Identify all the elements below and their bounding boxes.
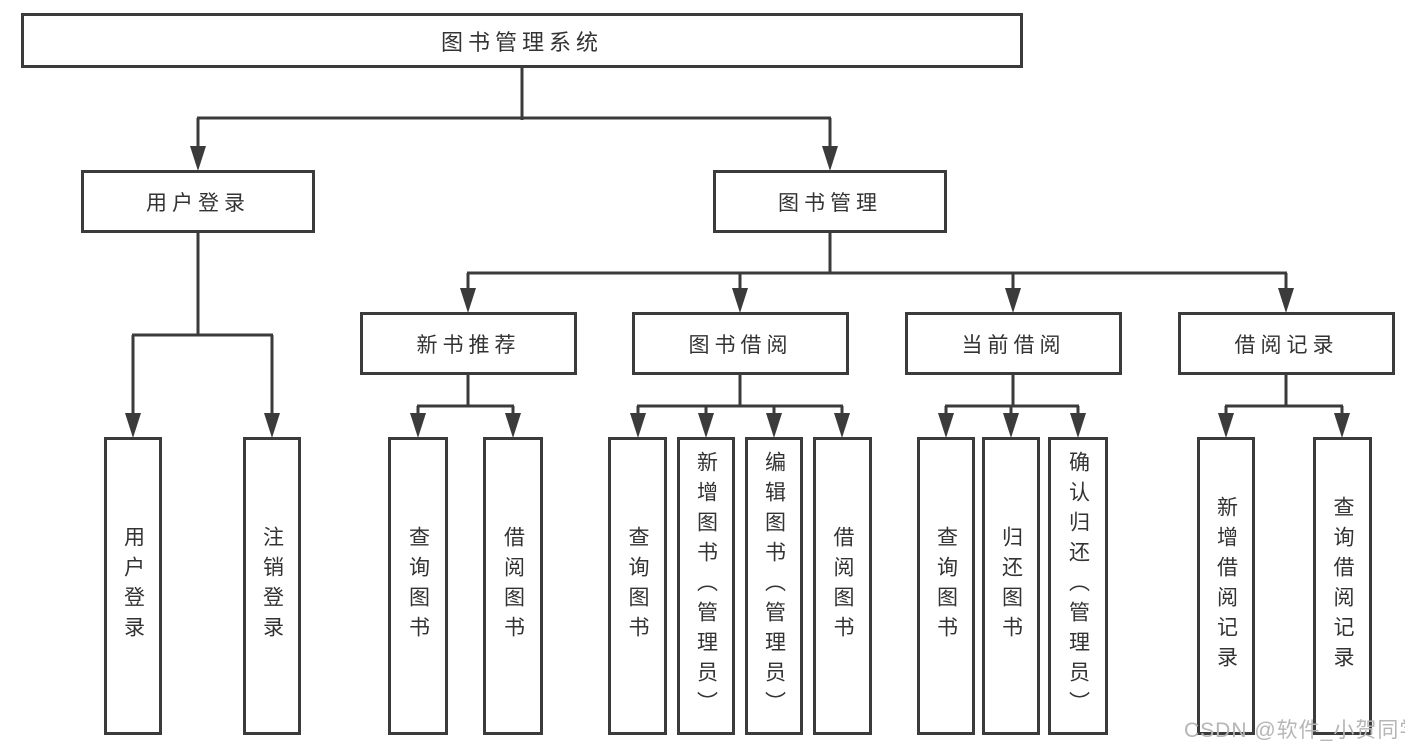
node-book-borrow: 图书借阅 bbox=[632, 312, 849, 375]
node-user-login-label: 用户登录 bbox=[146, 191, 250, 215]
leaf-query-books-recommend-label: 查询图书 bbox=[406, 526, 430, 646]
leaf-return-books-label: 归还图书 bbox=[999, 526, 1023, 646]
node-root-label: 图书管理系统 bbox=[440, 29, 603, 55]
leaf-query-borrow-record-label: 查询借阅记录 bbox=[1331, 496, 1355, 676]
node-user-login: 用户登录 bbox=[81, 170, 315, 233]
leaf-add-book-admin-label: 新增图书（管理员） bbox=[694, 451, 718, 721]
leaf-return-books: 归还图书 bbox=[982, 437, 1040, 735]
node-new-book-recommend: 新书推荐 bbox=[360, 312, 577, 375]
leaf-query-books-current-label: 查询图书 bbox=[934, 526, 958, 646]
leaf-user-login-label: 用户登录 bbox=[121, 526, 145, 646]
leaf-query-books-recommend: 查询图书 bbox=[388, 437, 448, 735]
node-book-borrow-label: 图书借阅 bbox=[688, 333, 793, 357]
node-borrow-records-label: 借阅记录 bbox=[1234, 333, 1339, 357]
leaf-add-borrow-record: 新增借阅记录 bbox=[1197, 437, 1255, 735]
leaf-borrow-books-recommend-label: 借阅图书 bbox=[501, 526, 525, 646]
leaf-logout: 注销登录 bbox=[243, 437, 301, 735]
leaf-query-borrow-record: 查询借阅记录 bbox=[1313, 437, 1372, 735]
leaf-edit-book-admin: 编辑图书（管理员） bbox=[745, 437, 803, 735]
leaf-query-books-borrow: 查询图书 bbox=[608, 437, 667, 735]
leaf-user-login: 用户登录 bbox=[104, 437, 162, 735]
leaf-logout-label: 注销登录 bbox=[260, 526, 284, 646]
leaf-borrow-books-recommend: 借阅图书 bbox=[483, 437, 543, 735]
node-root: 图书管理系统 bbox=[21, 13, 1023, 68]
node-book-management: 图书管理 bbox=[713, 170, 947, 233]
node-book-management-label: 图书管理 bbox=[778, 191, 882, 215]
leaf-query-books-borrow-label: 查询图书 bbox=[626, 526, 650, 646]
arrowheads bbox=[125, 146, 1350, 438]
node-borrow-records: 借阅记录 bbox=[1178, 312, 1395, 375]
leaf-confirm-return-admin: 确认归还（管理员） bbox=[1048, 437, 1108, 735]
leaf-add-book-admin: 新增图书（管理员） bbox=[677, 437, 735, 735]
leaf-borrow-books-label: 借阅图书 bbox=[831, 526, 855, 646]
leaf-add-borrow-record-label: 新增借阅记录 bbox=[1214, 496, 1238, 676]
node-new-book-recommend-label: 新书推荐 bbox=[416, 333, 521, 357]
node-current-borrow-label: 当前借阅 bbox=[961, 333, 1066, 357]
leaf-edit-book-admin-label: 编辑图书（管理员） bbox=[762, 451, 786, 721]
leaf-borrow-books: 借阅图书 bbox=[813, 437, 872, 735]
leaf-confirm-return-admin-label: 确认归还（管理员） bbox=[1066, 451, 1090, 721]
watermark: CSDN @软件_小贺同学 bbox=[1184, 719, 1405, 742]
leaf-query-books-current: 查询图书 bbox=[917, 437, 975, 735]
node-current-borrow: 当前借阅 bbox=[905, 312, 1122, 375]
